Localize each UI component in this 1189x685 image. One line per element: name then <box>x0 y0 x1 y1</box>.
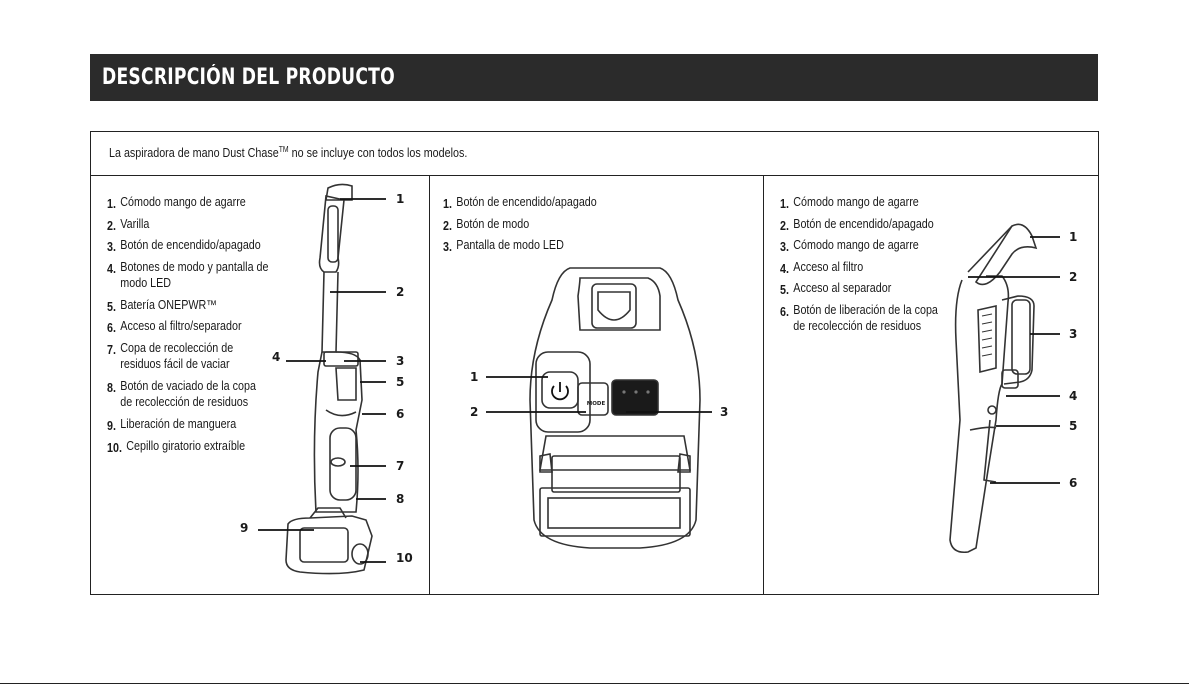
list-item: 3. Cómodo mango de agarre <box>780 237 944 259</box>
note-text-before: La aspiradora de mano Dust Chase <box>109 146 279 161</box>
list-item: 2. Varilla <box>107 216 275 238</box>
item-text: Botón de modo <box>456 216 530 231</box>
panel-upright-vacuum: 1. Cómodo mango de agarre 2. Varilla 3. Bot… <box>91 176 430 594</box>
item-text: Botón de encendido/apagado <box>793 216 934 231</box>
item-number: 1. <box>780 197 789 211</box>
upright-feature-list: 1. Cómodo mango de agarre 2. Varilla 3. Bot… <box>107 194 275 459</box>
item-number: 4. <box>107 261 116 276</box>
handheld-feature-list: 1. Cómodo mango de agarre 2. Botón de ence… <box>780 194 944 340</box>
item-number: 10. <box>107 440 122 455</box>
item-text: Cepillo giratorio extraíble <box>126 438 246 453</box>
item-text: Cómodo mango de agarre <box>120 195 246 209</box>
list-item: 10. Cepillo giratorio extraíble <box>107 438 275 460</box>
item-text: Copa de recolección de residuos fácil de… <box>120 340 234 371</box>
item-number: 9. <box>107 418 116 433</box>
list-item: 5. Acceso al separador <box>780 280 944 302</box>
note-text-after: no se incluye con todos los modelos. <box>288 146 468 161</box>
control-feature-list: 1. Botón de encendido/apagado 2. Botón de … <box>443 194 597 259</box>
trademark-mark: TM <box>278 145 289 154</box>
item-number: 5. <box>107 299 116 314</box>
item-text: Botón de encendido/apagado <box>120 238 261 253</box>
panel-handheld-vacuum: 1. Cómodo mango de agarre 2. Botón de ence… <box>764 176 1098 594</box>
list-item: 4. Acceso al filtro <box>780 259 944 281</box>
list-item: 6. Botón de liberación de la copa de reco… <box>780 302 944 340</box>
item-number: 2. <box>107 218 116 233</box>
item-text: Cómodo mango de agarre <box>793 238 919 253</box>
list-item: 8. Botón de vaciado de la copa de recolec… <box>107 378 275 416</box>
product-description-frame: La aspiradora de mano Dust ChaseTM no se… <box>90 131 1099 595</box>
list-item: 2. Botón de encendido/apagado <box>780 216 944 238</box>
footer-rule <box>0 683 1189 684</box>
item-text: Botón de liberación de la copa de recole… <box>793 302 938 333</box>
item-number: 2. <box>443 218 452 233</box>
item-text: Cómodo mango de agarre <box>793 195 919 209</box>
list-item: 3. Pantalla de modo LED <box>443 237 597 259</box>
list-item: 5. Batería ONEPWR™ <box>107 297 275 319</box>
item-number: 2. <box>780 218 789 233</box>
list-item: 4. Botones de modo y pantalla de modo LED <box>107 259 275 297</box>
list-item: 3. Botón de encendido/apagado <box>107 237 275 259</box>
list-item: 1. Cómodo mango de agarre <box>107 194 275 216</box>
item-number: 1. <box>107 197 116 211</box>
item-number: 4. <box>780 261 789 276</box>
list-item: 1. Botón de encendido/apagado <box>443 194 597 216</box>
item-text: Acceso al filtro <box>793 259 864 274</box>
item-text: Botón de vaciado de la copa de recolecci… <box>120 378 256 409</box>
item-text: Acceso al separador <box>793 281 892 296</box>
panel-control-panel: 1. Botón de encendido/apagado 2. Botón de … <box>430 176 764 594</box>
item-text: Botón de encendido/apagado <box>456 195 597 209</box>
section-header: DESCRIPCIÓN DEL PRODUCTO <box>90 54 1098 101</box>
item-text: Batería ONEPWR™ <box>120 297 218 312</box>
item-number: 8. <box>107 380 116 395</box>
item-number: 3. <box>107 240 116 255</box>
list-item: 1. Cómodo mango de agarre <box>780 194 944 216</box>
list-item: 2. Botón de modo <box>443 216 597 238</box>
note-row: La aspiradora de mano Dust ChaseTM no se… <box>91 132 1098 176</box>
list-item: 7. Copa de recolección de residuos fácil … <box>107 340 275 378</box>
item-text: Botones de modo y pantalla de modo LED <box>120 259 269 290</box>
item-number: 7. <box>107 342 116 357</box>
handheld-note: La aspiradora de mano Dust ChaseTM no se… <box>109 145 467 160</box>
list-item: 6. Acceso al filtro/separador <box>107 318 275 340</box>
item-number: 3. <box>780 240 789 255</box>
item-number: 6. <box>780 304 789 319</box>
item-text: Liberación de manguera <box>120 416 237 431</box>
item-number: 5. <box>780 283 789 298</box>
item-text: Pantalla de modo LED <box>456 238 564 253</box>
page-title: DESCRIPCIÓN DEL PRODUCTO <box>102 65 395 90</box>
list-item: 9. Liberación de manguera <box>107 416 275 438</box>
item-number: 1. <box>443 197 452 211</box>
item-number: 3. <box>443 240 452 255</box>
item-number: 6. <box>107 321 116 336</box>
item-text: Varilla <box>120 216 150 231</box>
item-text: Acceso al filtro/separador <box>120 319 242 334</box>
